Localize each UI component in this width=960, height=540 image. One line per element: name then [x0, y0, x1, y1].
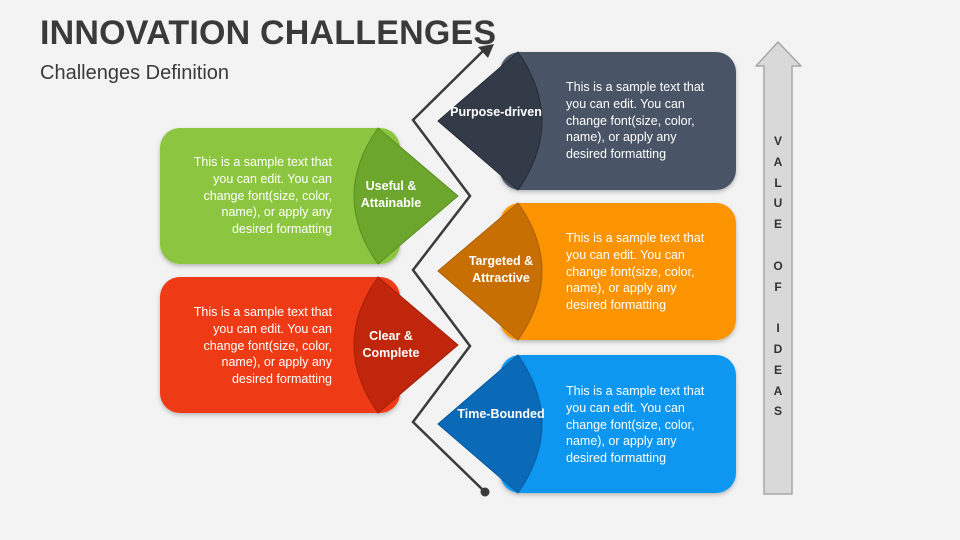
useful-attainable-description: This is a sample text that you can edit.…	[193, 155, 332, 237]
useful-attainable-label: Useful & Attainable	[360, 179, 422, 210]
tip-orange	[437, 202, 543, 341]
card-purpose-driven	[437, 51, 736, 191]
tip-red	[353, 276, 459, 414]
card-green-bg	[160, 128, 400, 264]
value-of-ideas-letter: I	[776, 321, 780, 336]
card-time-bounded	[437, 354, 736, 494]
time-bounded-description: This is a sample text that you can edit.…	[566, 384, 705, 466]
card-blue-bg	[500, 355, 736, 493]
value-of-ideas-letter: O	[773, 258, 783, 273]
value-of-ideas-letter: E	[773, 217, 782, 232]
page-subtitle: Challenges Definition	[40, 62, 230, 84]
arrow-start-dot	[480, 487, 490, 497]
time-bounded-label: Time-Bounded	[457, 407, 545, 421]
purpose-driven-description: This is a sample text that you can edit.…	[566, 80, 705, 162]
value-of-ideas-letter: A	[773, 383, 783, 398]
value-of-ideas-letter: D	[773, 341, 783, 356]
tip-blue	[437, 354, 543, 494]
card-slate-bg	[500, 52, 736, 190]
targeted-attractive-description: This is a sample text that you can edit.…	[566, 231, 705, 313]
card-useful-attainable	[160, 127, 459, 265]
value-of-ideas-letter: A	[773, 154, 783, 169]
value-of-ideas-letter: L	[774, 175, 782, 190]
clear-complete-description: This is a sample text that you can edit.…	[193, 305, 332, 387]
card-clear-complete	[160, 276, 459, 414]
value-of-ideas-letter	[764, 297, 792, 318]
purpose-driven-label: Purpose-driven	[450, 105, 542, 119]
page-title: INNOVATION CHALLENGES	[40, 14, 497, 52]
value-of-ideas-letter	[764, 235, 792, 256]
targeted-attractive-label: Targeted & Attractive	[468, 254, 534, 285]
value-of-ideas-letter: E	[773, 362, 782, 377]
value-arrow	[755, 41, 802, 495]
tip-slate	[437, 51, 543, 191]
zigzag-arrow	[411, 44, 494, 497]
value-of-ideas-letter: S	[773, 404, 782, 419]
arrow-head-icon	[478, 44, 494, 58]
value-of-ideas-letter: F	[774, 279, 782, 294]
card-targeted-attractive	[437, 202, 736, 341]
card-red-bg	[160, 277, 400, 413]
tip-green	[353, 127, 459, 265]
value-of-ideas-letter: V	[773, 134, 782, 148]
card-orange-bg	[500, 203, 736, 340]
clear-complete-label: Clear & Complete	[362, 329, 420, 360]
value-of-ideas-letter: U	[773, 196, 783, 211]
